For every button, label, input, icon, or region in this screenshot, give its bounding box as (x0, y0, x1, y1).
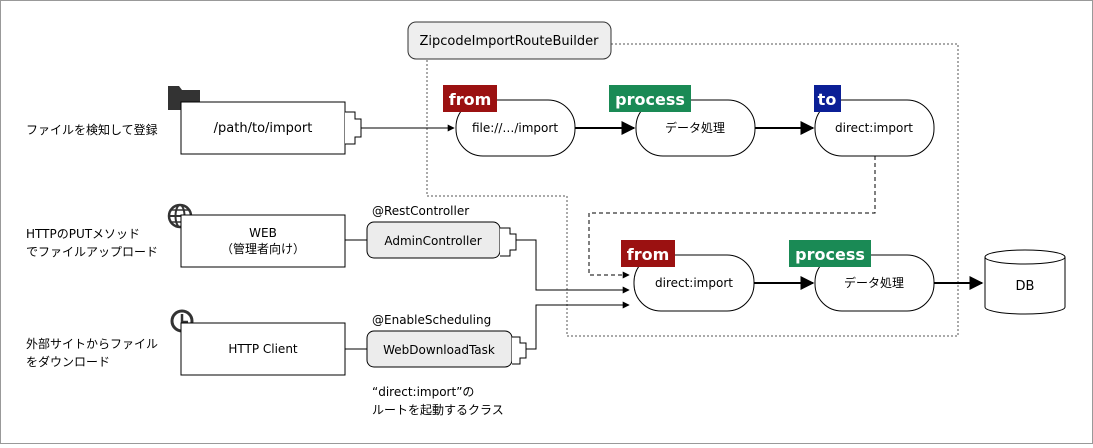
note-line-2: ルートを起動するクラス (372, 403, 504, 417)
route2-process-badge (789, 240, 871, 267)
route2-from-label: direct:import (655, 276, 733, 290)
admin-annotation: @RestController (372, 204, 469, 218)
download-annotation: @EnableScheduling (372, 313, 491, 327)
route2-process-label: データ処理 (844, 275, 904, 290)
route1-from-label: file://…/import (472, 121, 558, 135)
download-port (512, 336, 527, 365)
folder-path: /path/to/import (214, 121, 313, 136)
admin-port (500, 227, 517, 257)
label-external-2: をダウンロード (26, 354, 110, 369)
route-builder-boundary (426, 43, 959, 337)
db-cylinder (984, 249, 1066, 315)
note-line-1: “direct:import”の (372, 385, 474, 399)
download-task-label: WebDownloadTask (383, 343, 495, 357)
admin-controller-label: AdminController (384, 234, 481, 248)
label-http-put-2: でファイルアップロード (26, 245, 158, 259)
route1-to-badge-text: to (818, 90, 837, 109)
label-file-watch: ファイルを検知して登録 (26, 122, 158, 137)
download-to-route2-arrow (526, 301, 630, 350)
label-http-put-1: HTTPのPUTメソッド (26, 227, 140, 241)
direct-import-link (588, 156, 876, 279)
route2-process-badge-text: process (795, 245, 865, 264)
http-client-label: HTTP Client (228, 342, 298, 356)
web-subtitle: （管理者向け） (221, 241, 305, 256)
route-builder-label: ZipcodeImportRouteBuilder (420, 34, 600, 49)
web-title: WEB (249, 226, 277, 240)
route1-process-label: データ処理 (665, 120, 725, 135)
route1-from-badge (443, 85, 497, 112)
route1-to-badge (814, 85, 841, 112)
route-builder-box (407, 21, 612, 60)
db-label: DB (1016, 279, 1035, 294)
route1-process-badge (609, 85, 691, 112)
label-external-1: 外部サイトからファイル (26, 336, 158, 351)
route1-process-badge-text: process (615, 90, 685, 109)
route2-from-badge (621, 240, 675, 267)
web-source-box (180, 214, 346, 268)
route1-to-label: direct:import (835, 121, 913, 135)
folder-port (345, 111, 362, 145)
route2-from-badge-text: from (627, 245, 670, 264)
admin-to-route2-arrow (516, 239, 630, 294)
folder-source-box (180, 101, 346, 155)
route1-from-badge-text: from (449, 90, 492, 109)
